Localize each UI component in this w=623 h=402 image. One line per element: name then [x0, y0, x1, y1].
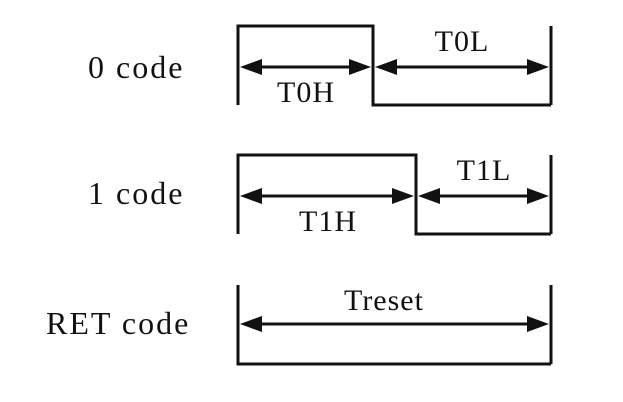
t0h-dimension-arrow [240, 59, 371, 75]
zero-code-label: 0 code [88, 49, 184, 85]
t0l-label: T0L [435, 25, 490, 58]
t0l-dimension-arrow [375, 59, 549, 75]
ret-code-label: RET code [46, 305, 190, 341]
t1h-label: T1H [299, 205, 357, 238]
t1h-dimension-arrow [240, 188, 414, 204]
t0h-label: T0H [277, 76, 335, 109]
row-ret-code: RET code Treset [46, 284, 553, 366]
zero-code-waveform [236, 24, 551, 107]
one-code-waveform [236, 153, 551, 236]
treset-label: Treset [344, 284, 424, 317]
row-zero-code: 0 code T0H T0L [88, 24, 553, 109]
treset-dimension-arrow [240, 316, 549, 332]
t1l-dimension-arrow [418, 188, 549, 204]
ret-code-waveform [236, 285, 551, 366]
t1l-label: T1L [457, 154, 512, 187]
row-one-code: 1 code T1H T1L [88, 153, 553, 238]
one-code-label: 1 code [88, 175, 184, 211]
